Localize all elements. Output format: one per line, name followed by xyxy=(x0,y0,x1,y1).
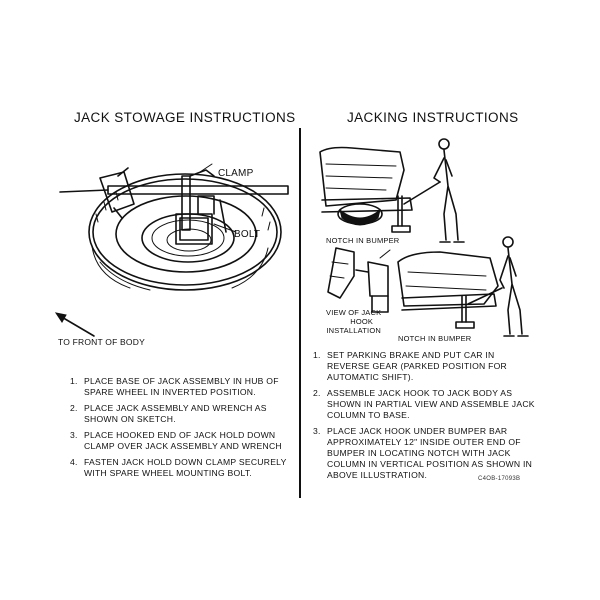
clamp-label: CLAMP xyxy=(218,168,254,179)
view-label-line-2: HOOK xyxy=(350,317,374,326)
front-of-body-label: TO FRONT OF BODY xyxy=(58,337,145,347)
bolt-label: BOLT xyxy=(234,229,261,240)
column-divider xyxy=(299,128,301,498)
list-item: 1.PLACE BASE OF JACK ASSEMBLY IN HUB OF … xyxy=(70,376,279,397)
list-item: 1.SET PARKING BRAKE AND PUT CAR IN REVER… xyxy=(313,350,507,382)
jack-stowage-title: JACK STOWAGE INSTRUCTIONS xyxy=(74,110,296,125)
spare-tire-illustration xyxy=(54,163,289,337)
list-item: 2.PLACE JACK ASSEMBLY AND WRENCH AS SHOW… xyxy=(70,403,267,424)
view-label-line-3: INSTALLATION xyxy=(326,326,381,335)
car-jacking-illustration xyxy=(319,138,529,337)
view-label-line-1: VIEW OF JACK xyxy=(326,308,382,317)
list-item: 3.PLACE HOOKED END OF JACK HOLD DOWN CLA… xyxy=(70,430,282,451)
list-item: 4.FASTEN JACK HOLD DOWN CLAMP SECURELY W… xyxy=(70,457,287,478)
jacking-steps-list: 1.SET PARKING BRAKE AND PUT CAR IN REVER… xyxy=(313,350,535,486)
view-of-jack-hook-label: VIEW OF JACK HOOK INSTALLATION xyxy=(326,308,381,335)
list-item: 3.PLACE JACK HOOK UNDER BUMPER BAR APPRO… xyxy=(313,426,533,480)
jacking-instructions-title: JACKING INSTRUCTIONS xyxy=(347,110,519,125)
part-number: C4OB-17093B xyxy=(478,476,521,482)
list-item: 2.ASSEMBLE JACK HOOK TO JACK BODY AS SHO… xyxy=(313,388,535,420)
notch-in-bumper-label-top: NOTCH IN BUMPER xyxy=(326,236,400,245)
stowage-steps-list: 1.PLACE BASE OF JACK ASSEMBLY IN HUB OF … xyxy=(70,376,290,484)
notch-in-bumper-label-bottom: NOTCH IN BUMPER xyxy=(398,334,472,343)
